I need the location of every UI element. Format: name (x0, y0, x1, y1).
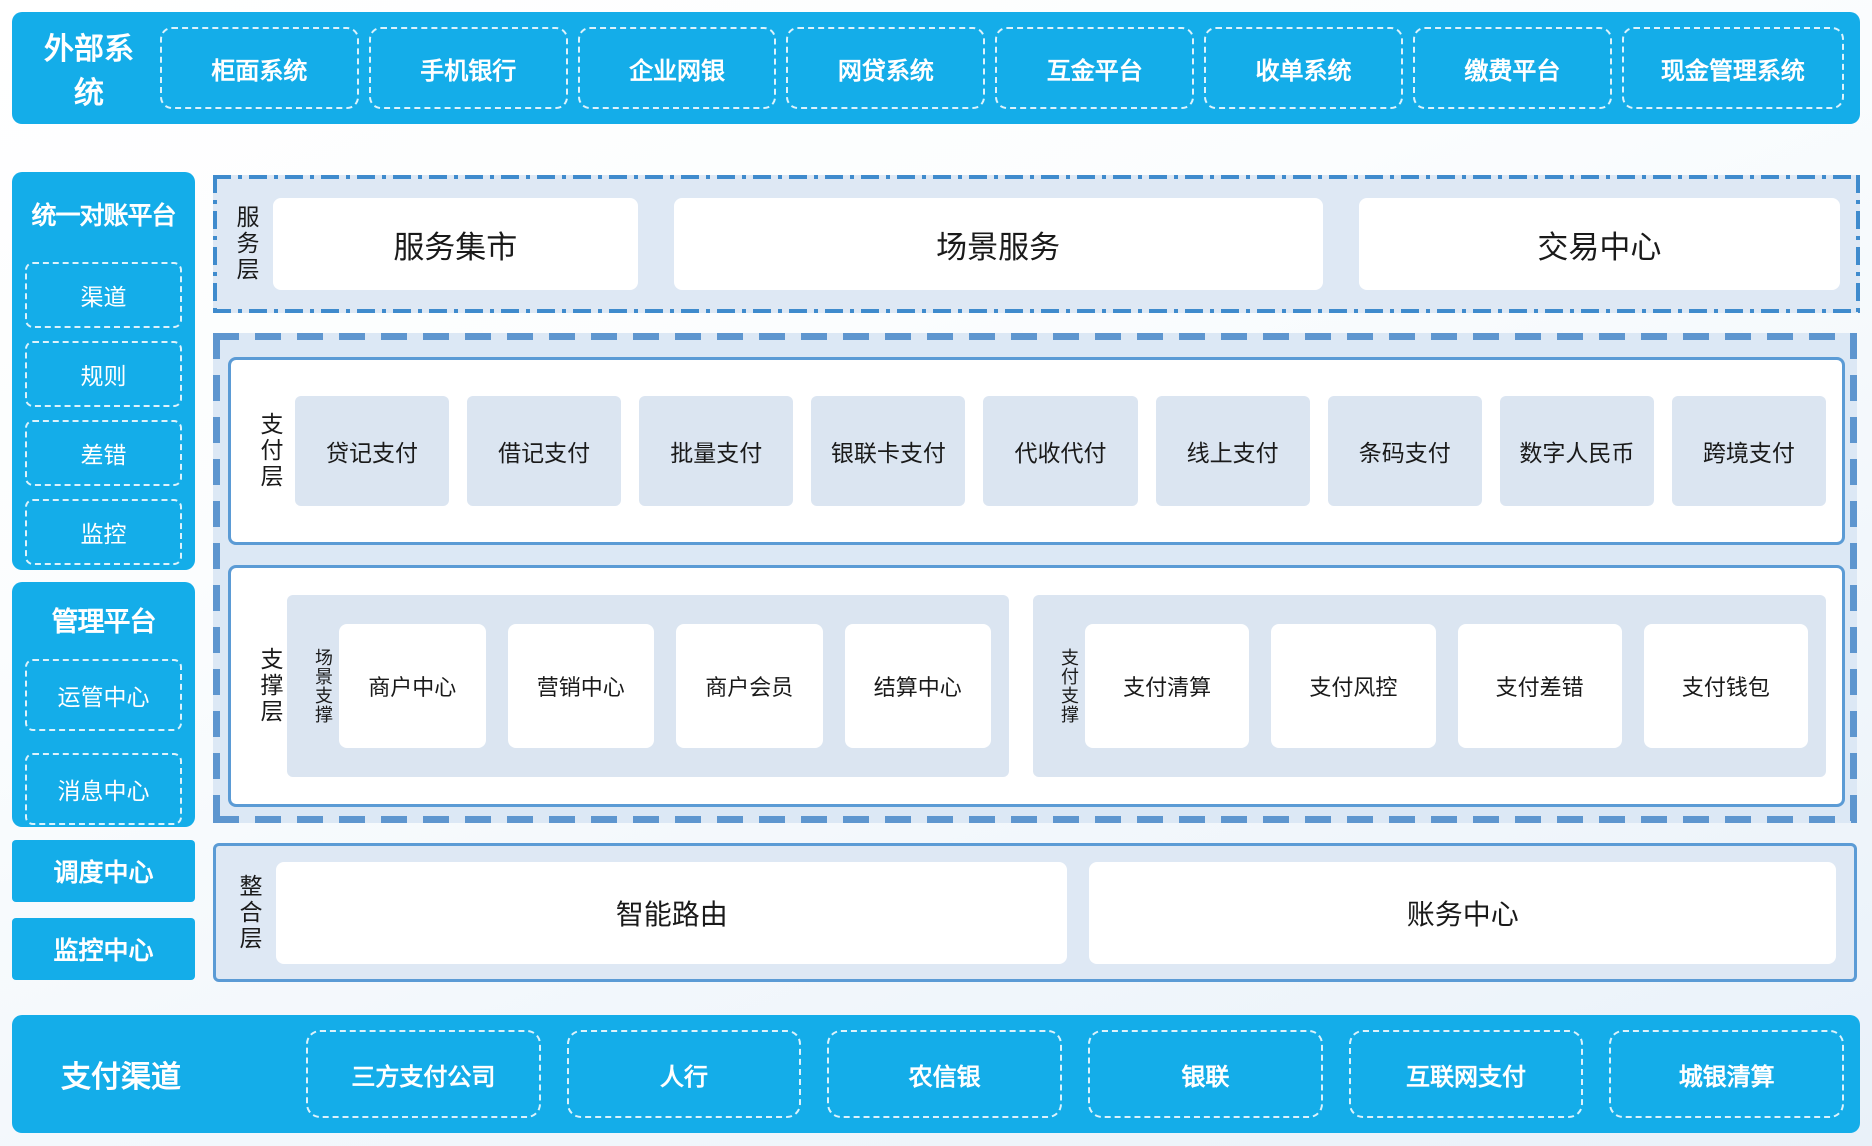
service-box: 场景服务 (673, 198, 1323, 290)
support-box: 支付清算 (1085, 624, 1250, 748)
reconciliation-chip: 监控 (25, 499, 182, 565)
management-chip: 消息中心 (25, 753, 182, 825)
payment-layer-label: 支付层 (257, 412, 283, 490)
external-system-chip: 收单系统 (1204, 27, 1403, 109)
scene-support-label: 场景支撑 (313, 648, 333, 724)
service-layer-label: 服务层 (233, 205, 259, 283)
payment-channel-chip: 银联 (1088, 1030, 1323, 1118)
payment-box: 条码支付 (1327, 396, 1482, 506)
scene-support-boxes: 商户中心 营销中心 商户会员 结算中心 (339, 624, 991, 748)
external-system-chip: 手机银行 (368, 27, 568, 109)
management-items: 运管中心 消息中心 (12, 659, 195, 825)
support-layer-label: 支撑层 (257, 647, 283, 725)
support-box: 商户会员 (676, 624, 823, 748)
integration-box: 账务中心 (1089, 861, 1836, 964)
payment-channels-bar: 支付渠道 三方支付公司 人行 农信银 银联 互联网支付 城银清算 (12, 1015, 1860, 1133)
reconciliation-platform-title: 统一对账平台 (31, 202, 176, 230)
management-platform-box: 管理平台 运管中心 消息中心 (12, 582, 195, 827)
payment-box: 银联卡支付 (811, 396, 966, 506)
external-system-chip: 企业网银 (577, 27, 777, 109)
payment-box: 批量支付 (639, 396, 794, 506)
payment-box: 代收代付 (983, 396, 1138, 506)
payment-box: 贷记支付 (295, 396, 450, 506)
service-layer-section: 服务层 服务集市 场景服务 交易中心 (213, 175, 1860, 313)
reconciliation-chip: 差错 (25, 420, 182, 486)
payment-support-panel: 支付支撑 支付清算 支付风控 支付差错 支付钱包 (1033, 595, 1826, 777)
reconciliation-chip: 规则 (25, 341, 182, 407)
support-layer-section: 支撑层 场景支撑 商户中心 营销中心 商户会员 结算中心 支付支撑 支付清算 支… (228, 565, 1845, 807)
payment-channel-items: 三方支付公司 人行 农信银 银联 互联网支付 城银清算 (306, 1030, 1845, 1118)
reconciliation-items: 渠道 规则 差错 监控 (12, 262, 195, 565)
payment-channel-chip: 人行 (566, 1030, 802, 1118)
service-box: 交易中心 (1358, 198, 1840, 290)
payment-channel-chip: 三方支付公司 (306, 1030, 541, 1118)
payment-channel-chip: 城银清算 (1609, 1030, 1845, 1118)
service-layer-boxes: 服务集市 场景服务 交易中心 (273, 198, 1840, 290)
payment-support-boxes: 支付清算 支付风控 支付差错 支付钱包 (1085, 624, 1808, 748)
integration-box: 智能路由 (276, 861, 1068, 964)
integration-layer-boxes: 智能路由 账务中心 (276, 861, 1836, 964)
external-system-chip: 互金平台 (995, 27, 1195, 109)
external-systems-title: 外部系统 (44, 33, 134, 110)
reconciliation-platform-box: 统一对账平台 渠道 规则 差错 监控 (12, 172, 195, 570)
service-box: 服务集市 (273, 198, 638, 290)
support-box: 支付钱包 (1643, 624, 1808, 748)
monitor-center-box: 监控中心 (12, 918, 195, 980)
support-box: 支付差错 (1457, 624, 1622, 748)
payment-box: 借记支付 (467, 396, 622, 506)
payment-channel-chip: 互联网支付 (1348, 1030, 1584, 1118)
payment-support-label: 支付支撑 (1059, 648, 1079, 724)
external-systems-bar: 外部系统 柜面系统 手机银行 企业网银 网贷系统 互金平台 收单系统 缴费平台 … (12, 12, 1860, 124)
support-box: 支付风控 (1271, 624, 1436, 748)
scheduler-center-box: 调度中心 (12, 840, 195, 902)
support-layer-groups: 场景支撑 商户中心 营销中心 商户会员 结算中心 支付支撑 支付清算 支付风控 … (287, 595, 1826, 777)
management-chip: 运管中心 (25, 659, 182, 731)
integration-layer-section: 整合层 智能路由 账务中心 (213, 843, 1857, 982)
support-box: 结算中心 (844, 624, 991, 748)
external-system-chip: 现金管理系统 (1621, 27, 1844, 109)
payment-box: 线上支付 (1155, 396, 1310, 506)
scene-support-panel: 场景支撑 商户中心 营销中心 商户会员 结算中心 (287, 595, 1009, 777)
payment-box: 数字人民币 (1499, 396, 1654, 506)
external-systems-items: 柜面系统 手机银行 企业网银 网贷系统 互金平台 收单系统 缴费平台 现金管理系… (148, 27, 1860, 109)
external-system-chip: 柜面系统 (160, 27, 359, 109)
external-system-chip: 缴费平台 (1412, 27, 1612, 109)
support-box: 商户中心 (339, 624, 486, 748)
payment-layer-section: 支付层 贷记支付 借记支付 批量支付 银联卡支付 代收代付 线上支付 条码支付 … (228, 357, 1845, 545)
management-platform-title: 管理平台 (51, 607, 157, 637)
payment-layer-boxes: 贷记支付 借记支付 批量支付 银联卡支付 代收代付 线上支付 条码支付 数字人民… (295, 396, 1826, 506)
external-system-chip: 网贷系统 (786, 27, 986, 109)
support-box: 营销中心 (507, 624, 654, 748)
reconciliation-chip: 渠道 (25, 262, 182, 328)
payment-channels-title: 支付渠道 (61, 1061, 181, 1094)
payment-box: 跨境支付 (1671, 396, 1826, 506)
payment-channel-chip: 农信银 (827, 1030, 1063, 1118)
integration-layer-label: 整合层 (236, 873, 262, 952)
